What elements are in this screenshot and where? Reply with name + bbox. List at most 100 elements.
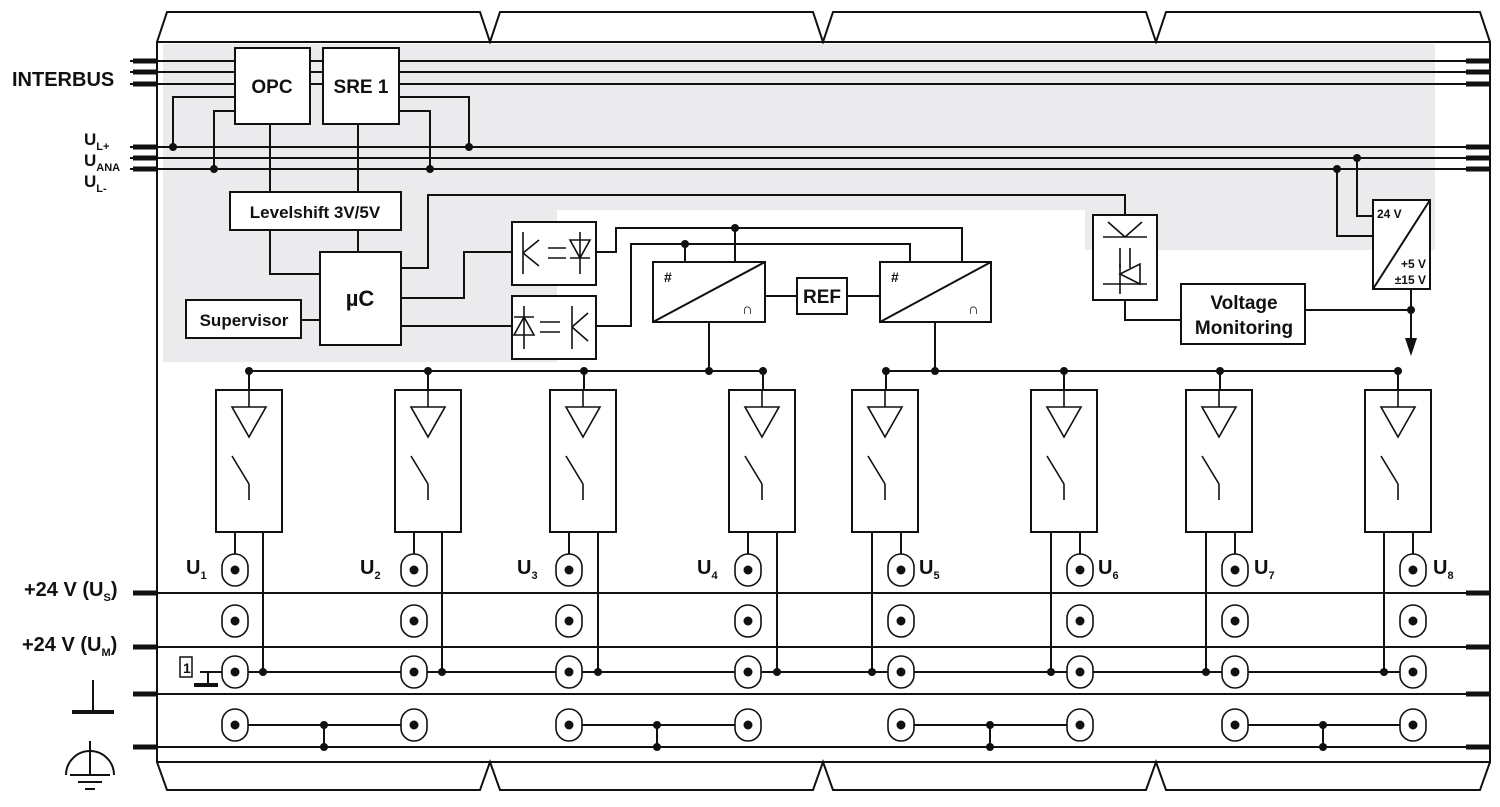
sre-power-wire <box>399 96 470 147</box>
return-junction <box>1047 668 1055 676</box>
output-channel-2 <box>394 367 462 742</box>
logic-area <box>163 44 1435 362</box>
levelshift-uc-wire <box>269 230 320 275</box>
output-channel-1 <box>215 367 283 742</box>
dac-1-diagonal <box>652 261 766 323</box>
output-driver-box <box>728 389 796 533</box>
output-channel-4 <box>728 367 796 742</box>
return-junction <box>1380 668 1388 676</box>
terminal-7-4 <box>1221 708 1249 742</box>
voltage-monitoring-line2: Monitoring <box>1195 318 1293 339</box>
terminal-5-4 <box>887 708 915 742</box>
bus-junction <box>759 367 767 375</box>
uc-label: µC <box>346 286 375 311</box>
dac-1-cap: ∩ <box>742 301 753 318</box>
return-junction <box>438 668 446 676</box>
psu-in-wire-2 <box>1336 169 1373 237</box>
output-channel-7 <box>1185 367 1253 742</box>
bus-junction <box>580 367 588 375</box>
switch-symbol <box>410 455 429 485</box>
optocoupler-1-symbol <box>522 232 592 274</box>
terminal-5-1 <box>887 553 915 587</box>
terminal-1-label: 1 <box>183 660 191 676</box>
switch-symbol <box>565 455 584 485</box>
supply-rail-terminals <box>133 144 1490 172</box>
output-driver-box <box>851 389 919 533</box>
sre-label: SRE 1 <box>334 77 389 98</box>
terminal-2-4 <box>400 708 428 742</box>
terminal-4-1 <box>734 553 762 587</box>
supply-rails <box>130 146 1490 170</box>
voltage-monitoring-box <box>1180 283 1306 345</box>
fe-bridge-3 <box>914 721 1067 751</box>
output-label-7: U7 <box>1254 557 1275 582</box>
rail-terminals <box>133 590 1490 750</box>
dac-1-hash: # <box>664 269 672 285</box>
terminal-3-3 <box>555 655 583 689</box>
uc-monitor-wire <box>401 194 1126 269</box>
return-junction <box>1202 668 1210 676</box>
terminal-3-1 <box>555 553 583 587</box>
switch-symbol <box>1380 455 1399 485</box>
module-outline <box>156 41 1491 763</box>
optocoupler-3-symbol <box>1103 221 1147 294</box>
dac-2-cap: ∩ <box>968 301 979 318</box>
dac-2-hash: # <box>891 269 899 285</box>
output-label-4: U4 <box>697 557 718 582</box>
return-junction <box>259 668 267 676</box>
terminal-6-3 <box>1066 655 1094 689</box>
bus-junction <box>245 367 253 375</box>
u-ana-label: UANA <box>84 151 120 174</box>
interbus-label: INTERBUS <box>12 69 114 91</box>
output-driver-box <box>1185 389 1253 533</box>
switch-symbol <box>744 455 763 485</box>
terminal-7-3 <box>1221 655 1249 689</box>
bus-junction <box>1216 367 1224 375</box>
psu-out2-label: ±15 V <box>1395 273 1426 287</box>
switch-symbol <box>1046 455 1065 485</box>
voltage-monitoring-line1: Voltage <box>1210 293 1277 314</box>
output-driver-box <box>549 389 617 533</box>
terminal-8-3 <box>1399 655 1427 689</box>
optocoupler-2-symbol <box>512 306 589 349</box>
terminal-3-2 <box>555 604 583 638</box>
interbus-terminals-left <box>133 58 157 87</box>
bus-junction <box>1394 367 1402 375</box>
psu-in-wire-1 <box>1356 158 1373 217</box>
levelshift-label: Levelshift 3V/5V <box>250 203 381 222</box>
terminal-6-1 <box>1066 553 1094 587</box>
output-channel-3 <box>549 367 617 742</box>
output-driver-box <box>1364 389 1432 533</box>
opc-power-wire <box>172 96 235 147</box>
output-driver-box <box>394 389 462 533</box>
top-housing <box>156 11 1491 46</box>
bus-junction <box>882 367 890 375</box>
output-label-2: U2 <box>360 557 381 582</box>
terminal-7-2 <box>1221 604 1249 638</box>
terminal-7-1 <box>1221 553 1249 587</box>
uc-box <box>319 251 402 346</box>
supervisor-box <box>185 299 302 339</box>
dac-2-diagonal <box>879 261 992 323</box>
terminal-2-3 <box>400 655 428 689</box>
terminal-4-3 <box>734 655 762 689</box>
terminal-1-3 <box>221 655 249 689</box>
opc-ground-wire <box>213 110 235 169</box>
output-label-5: U5 <box>919 557 940 582</box>
ground-symbol <box>72 680 114 714</box>
bus-junction <box>1060 367 1068 375</box>
terminal-5-3 <box>887 655 915 689</box>
ul-minus-label: UL- <box>84 172 107 195</box>
output-label-6: U6 <box>1098 557 1119 582</box>
terminal-4-4 <box>734 708 762 742</box>
terminal-6-4 <box>1066 708 1094 742</box>
terminal-6-2 <box>1066 604 1094 638</box>
terminal-3-4 <box>555 708 583 742</box>
return-junction <box>868 668 876 676</box>
switch-symbol <box>231 455 250 485</box>
output-driver-box <box>215 389 283 533</box>
psu-out1-label: +5 V <box>1401 257 1426 271</box>
fe-bridge-1 <box>248 721 401 751</box>
output-driver-box <box>1030 389 1098 533</box>
output-channel-5 <box>851 367 919 742</box>
